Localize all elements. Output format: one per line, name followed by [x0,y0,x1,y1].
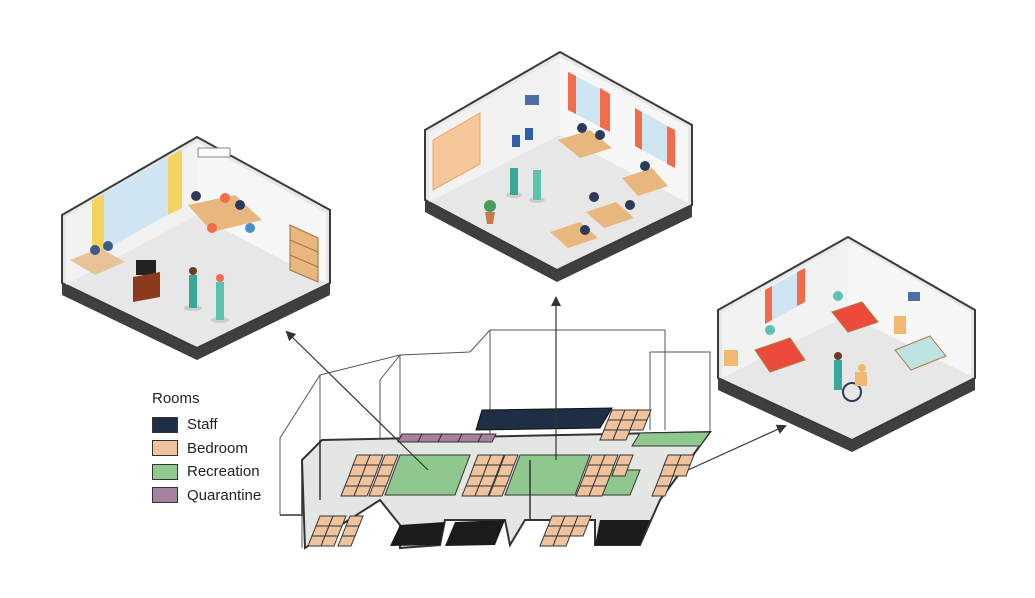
staff-room [445,520,505,546]
legend-item-recreation: Recreation [152,460,261,484]
bedrooms [307,409,695,547]
recreation-areas [384,431,711,496]
legend-swatch [152,487,178,504]
staff-room [475,407,613,431]
legend-swatch [152,463,178,480]
arrow-to-bedroom [687,424,787,471]
floor-plan-lines [280,440,531,520]
staff-room [595,520,650,545]
legend-label: Recreation [187,463,260,481]
quarantine-rooms [397,433,497,443]
legend-label: Bedroom [187,439,248,457]
legend-swatch [152,416,178,433]
legend-item-staff: Staff [152,413,261,437]
legend-item-bedroom: Bedroom [152,437,261,461]
legend-title: Rooms [152,390,200,407]
legend-swatch [152,440,178,457]
arrow-to-recreation-room [285,330,429,471]
recreation-room-illustration [61,135,331,360]
legend-label: Quarantine [187,486,262,504]
legend-item-quarantine: Quarantine [152,484,261,508]
floor-plan [279,329,713,550]
staff-room [390,522,445,546]
connector-arrows [285,296,787,471]
staff-office-illustration [424,50,693,282]
bedroom-ward-illustration [717,235,976,452]
legend-label: Staff [187,416,218,434]
